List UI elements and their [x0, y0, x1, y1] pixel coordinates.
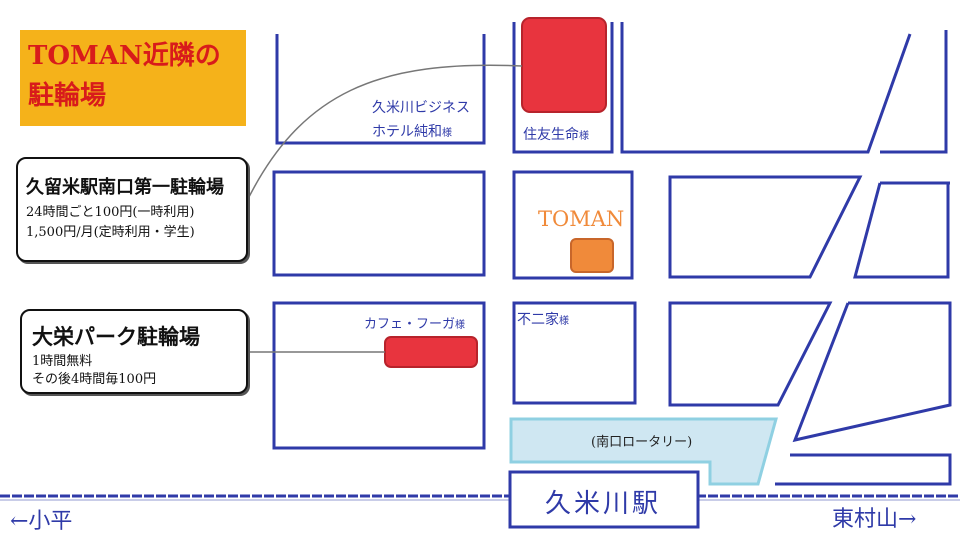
map-title-line2: 駐輪場 — [28, 81, 107, 111]
block-far-right-mid — [853, 181, 950, 279]
parking-2-line1: 1時間無料 — [32, 354, 93, 369]
road-right-top — [880, 30, 948, 154]
rotary-area — [509, 417, 778, 486]
block-hotel — [275, 34, 486, 145]
parking-sumitomo[interactable] — [521, 17, 607, 113]
label-funiya-name: 不二家 — [517, 312, 559, 328]
block-middle-right — [668, 175, 863, 279]
block-toman — [512, 170, 634, 280]
label-sumitomo-name: 住友生命 — [523, 127, 579, 143]
map-title-line1: TOMAN近隣の — [28, 41, 221, 71]
block-cafe — [272, 301, 486, 450]
parking-2-line2: その後4時間毎100円 — [32, 372, 157, 387]
label-cafe-suffix: 様 — [455, 320, 466, 331]
station-box — [508, 470, 700, 529]
map-title: TOMAN近隣の 駐輪場 — [20, 30, 246, 126]
label-sumitomo: 住友生命様 — [523, 124, 589, 144]
block-sumitomo — [512, 22, 614, 154]
label-station: 久米川駅 — [545, 489, 662, 519]
parking-1-line2: 1,500円/月(定時利用・学生) — [26, 225, 195, 240]
label-east-direction: 東村山→ — [832, 507, 917, 532]
label-hotel-line1: 久米川ビジネス — [372, 100, 470, 116]
parking-1-line1: 24時間ごと100円(一時利用) — [26, 205, 195, 220]
block-far-right-low — [792, 301, 952, 443]
block-upper-right — [620, 22, 912, 154]
label-rotary: (南口ロータリー) — [591, 435, 693, 450]
parking-info-1: 久留米駅南口第一駐輪場 24時間ごと100円(一時利用) 1,500円/月(定時… — [16, 157, 248, 262]
label-west-direction: ←小平 — [10, 509, 73, 534]
block-lower-right — [668, 301, 833, 407]
road-lower-right — [775, 453, 952, 486]
label-funiya-suffix: 様 — [559, 316, 569, 327]
label-hotel-suffix: 様 — [442, 128, 452, 139]
label-hotel: 久米川ビジネス ホテル純和様 — [372, 96, 470, 146]
parking-2-name: 大栄パーク駐輪場 — [32, 324, 200, 349]
block-funiya — [512, 301, 637, 405]
leader-line-parking-1 — [243, 64, 523, 208]
toman-shop-marker[interactable] — [570, 238, 614, 273]
label-cafe-name: カフェ・フーガ — [364, 317, 456, 332]
label-sumitomo-suffix: 様 — [579, 131, 589, 142]
label-funiya: 不二家様 — [517, 309, 569, 329]
block-middle-left — [272, 170, 486, 277]
parking-info-2: 大栄パーク駐輪場 1時間無料 その後4時間毎100円 — [20, 309, 248, 394]
parking-1-name: 久留米駅南口第一駐輪場 — [26, 177, 224, 198]
label-toman: TOMAN — [538, 207, 625, 231]
label-hotel-line2: ホテル純和 — [372, 124, 442, 140]
label-cafe: カフェ・フーガ様 — [364, 313, 465, 332]
parking-cafe[interactable] — [384, 336, 478, 368]
